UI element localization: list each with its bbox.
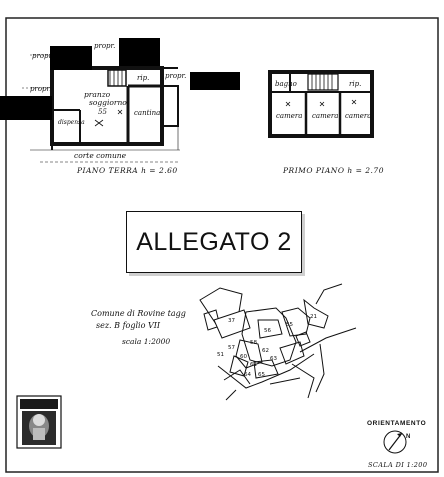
allegato-label: ALLEGATO 2 — [136, 227, 292, 256]
ground-floor-labels: propr. propr. propr. rip. propr. pranzo … — [30, 42, 186, 175]
label-propr-left2: propr. — [30, 85, 51, 93]
label-camera-2: camera — [312, 112, 338, 120]
redaction-block — [0, 96, 52, 120]
label-rip-first: rip. — [349, 80, 361, 88]
parcel-51: 51 — [217, 352, 224, 358]
label-bagno: bagno — [275, 80, 297, 88]
allegato-label-box: ALLEGATO 2 — [126, 211, 302, 273]
cadastral-sezione: sez. B foglio VII — [96, 321, 161, 330]
label-soggiorno: soggiorno — [89, 98, 127, 107]
redaction-block — [119, 38, 160, 66]
label-propr-left: propr. — [32, 52, 53, 60]
parcel-37: 37 — [228, 318, 235, 324]
parcel-65: 65 — [258, 372, 265, 378]
revenue-stamp — [16, 395, 62, 449]
parcel-64: 64 — [244, 372, 251, 378]
scale-label: SCALA DI 1:200 — [368, 461, 427, 469]
label-pranzo: pranzo — [84, 90, 111, 99]
cadastral-scala: scala 1:2000 — [122, 337, 170, 346]
label-cantina: cantina — [134, 109, 160, 117]
label-camera-3: camera — [345, 112, 371, 120]
parcel-63: 63 — [270, 356, 277, 362]
label-camera-1: camera — [276, 112, 302, 120]
parcel-61: 61 — [250, 362, 257, 368]
parcel-55: 55 — [286, 322, 293, 328]
parcel-56: 56 — [264, 328, 271, 334]
parcel-21: 21 — [310, 314, 317, 320]
parcel-58: 58 — [250, 340, 257, 346]
label-propr-right: propr. — [165, 72, 186, 80]
caption-piano-terra: PIANO TERRA h = 2.60 — [76, 166, 178, 175]
compass-circle — [383, 430, 407, 454]
parcel-60: 60 — [240, 354, 247, 360]
first-floor-labels: bagno rip. camera camera camera PRIMO PI… — [275, 80, 384, 175]
label-rip: rip. — [137, 74, 149, 82]
cadastral-parcel-labels: 37 57 21 56 55 58 60 61 51 62 63 64 65 — [217, 314, 317, 378]
redaction-block — [50, 46, 92, 70]
cadastral-notes: Comune di Rovine tagg sez. B foglio VII … — [91, 309, 186, 346]
orientation-block: ORIENTAMENTO N SCALA DI 1:200 — [367, 420, 427, 469]
label-area-55: 55 — [98, 108, 107, 116]
cadastral-map — [199, 283, 357, 401]
caption-primo-piano: PRIMO PIANO h = 2.70 — [282, 166, 384, 175]
sheet-border — [5, 17, 439, 473]
north-label: N — [406, 434, 410, 440]
cadastral-comune: Comune di Rovine tagg — [91, 309, 186, 318]
compass-arrowhead — [397, 433, 402, 437]
redaction-block — [190, 72, 240, 90]
first-floor-plan — [268, 70, 374, 138]
parcel-62: 62 — [262, 348, 269, 354]
label-corte-comune: corte comune — [74, 151, 127, 160]
ground-floor-plan — [22, 54, 180, 163]
label-dispensa: dispensa — [58, 119, 85, 126]
parcel-57: 57 — [228, 345, 235, 351]
orientamento-label: ORIENTAMENTO — [367, 420, 426, 427]
label-propr-top: propr. — [94, 42, 115, 50]
